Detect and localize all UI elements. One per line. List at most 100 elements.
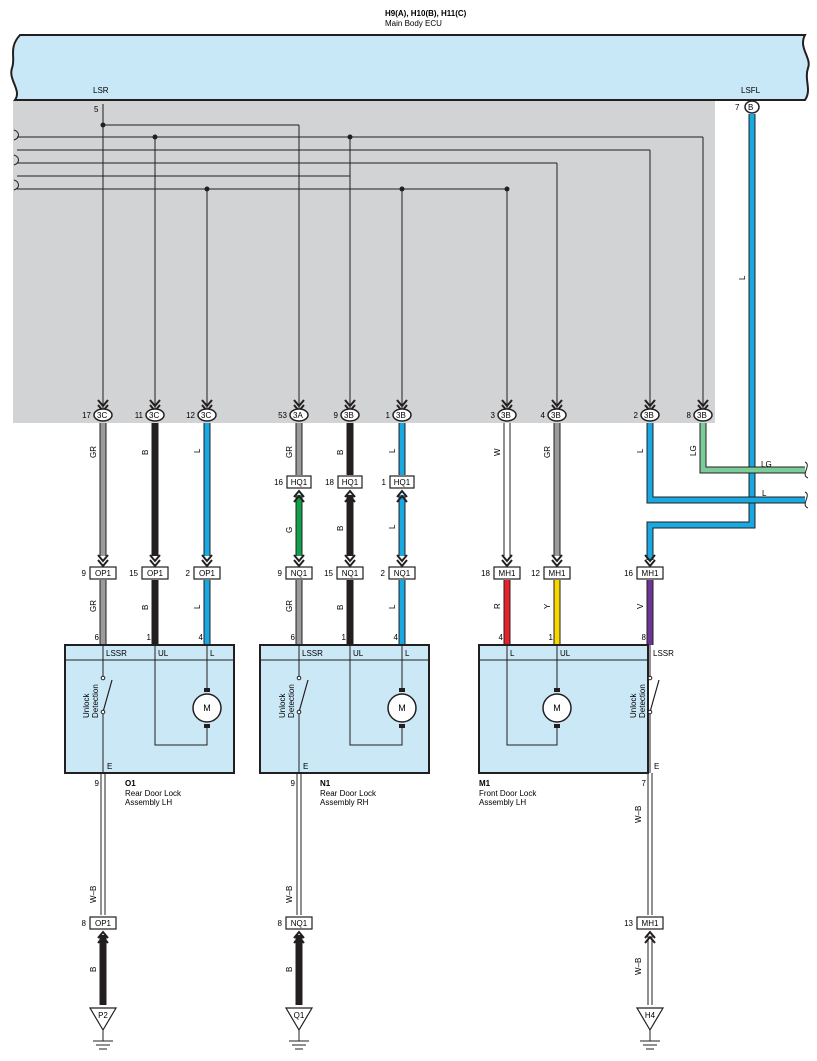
ecu-terminal-pin: 11	[135, 411, 144, 420]
assembly-id: O1	[125, 779, 136, 788]
ground-wires	[99, 773, 653, 1005]
ecu-terminal-badge	[693, 408, 713, 422]
assembly-id: N1	[320, 779, 331, 788]
connector-chevron	[293, 489, 305, 503]
terminal-lssr-label: LSSR	[106, 649, 127, 658]
terminal-l-pin: 4	[199, 633, 204, 642]
ecu-terminal-badge	[392, 408, 412, 422]
wire-label: B	[336, 450, 345, 455]
mid-connector-pin: 15	[129, 569, 138, 578]
ecu-pin-lsfl-label: LSFL	[741, 86, 761, 95]
ground-connector-name: NQ1	[291, 919, 308, 928]
wire-label: W–B	[285, 886, 294, 903]
assembly-name: Rear Door Lock	[320, 789, 377, 798]
terminal-ul-pin: 1	[342, 633, 347, 642]
switch-blade	[649, 679, 660, 713]
wire-label-lsfl: L	[738, 275, 747, 280]
wire-label: GR	[89, 446, 98, 458]
terminal-l-label: L	[210, 649, 215, 658]
terminal-lssr-label: LSSR	[653, 649, 674, 658]
motor-label: M	[398, 703, 406, 713]
ecu-terminal-badge	[640, 408, 660, 422]
mid-connector-pin: 15	[324, 569, 333, 578]
wire-label: L	[193, 448, 202, 453]
ecu-name: Main Body ECU	[385, 19, 442, 28]
switch-contact	[296, 709, 302, 715]
wire-label: W–B	[634, 806, 643, 823]
terminal-e-pin: 7	[642, 779, 647, 788]
connector-chevron	[344, 489, 356, 503]
ground-wire-labels: W–B W–B W–B B B W–B	[89, 806, 643, 975]
hq1-connector-box	[286, 475, 312, 489]
connector-chevron	[97, 554, 109, 568]
mid-connector-box	[141, 566, 169, 580]
wire-label: B	[141, 605, 150, 610]
mid-connector-pin: 16	[624, 569, 633, 578]
assembly-name: Assembly LH	[479, 798, 526, 807]
ecu-terminal-code: 3B	[644, 411, 654, 420]
wire-labels-upper: GR B L GR B L W GR L LG G B L	[89, 445, 698, 533]
ecu-terminal-pin: 3	[491, 411, 496, 420]
mid-connector-pin: 18	[481, 569, 490, 578]
mid-connector-pin: 12	[531, 569, 540, 578]
connector-chevron	[396, 489, 408, 503]
wire-label: Y	[543, 603, 552, 609]
wire-label: R	[493, 603, 502, 609]
ground-point	[635, 1007, 665, 1032]
lsfl-connector-code: B	[748, 103, 753, 112]
terminal-ul-pin: 1	[549, 633, 554, 642]
wire-label: V	[636, 603, 645, 609]
terminal-ul-label: UL	[353, 649, 364, 658]
ecu-terminal-code: 3A	[293, 411, 303, 420]
wire-label: B	[285, 967, 294, 972]
motor-label: M	[203, 703, 211, 713]
wire-label: GR	[285, 600, 294, 612]
ground-point-label: H4	[645, 1011, 656, 1020]
ground-point-label: P2	[98, 1011, 108, 1020]
ground-symbol: H4	[635, 1007, 665, 1050]
ecu-terminal-badge	[145, 408, 165, 422]
terminal-lssr-label: LSSR	[302, 649, 323, 658]
mid-connector-name: NQ1	[394, 569, 411, 578]
wire-label: B	[336, 526, 345, 531]
mid-connector-box	[193, 566, 221, 580]
terminal-e-pin: 9	[95, 779, 100, 788]
terminal-lssr-pin: 8	[642, 633, 647, 642]
ecu-body-bar	[10, 34, 810, 101]
wire-labels-lower: GR B L GR B L R Y V	[89, 600, 645, 612]
wire-label: LG	[689, 445, 698, 456]
mid-connector-pin: 2	[381, 569, 386, 578]
lsfl-connector-badge	[744, 100, 760, 114]
ground-connector-box	[285, 916, 313, 930]
motor-symbol	[542, 693, 572, 723]
ecu-terminal-pin: 8	[687, 411, 692, 420]
wire-label: W–B	[634, 958, 643, 975]
wire-label: L	[636, 448, 645, 453]
ecu-connector-ids: H9(A), H10(B), H11(C)	[385, 9, 467, 18]
mid-connector-box	[388, 566, 416, 580]
connector-chevron	[551, 554, 563, 568]
ground-point	[284, 1007, 314, 1032]
wire-label: L	[388, 524, 397, 529]
wire-label: B	[89, 967, 98, 972]
hq1-connector-name: HQ1	[291, 478, 308, 487]
ground-connector-pin: 8	[82, 919, 87, 928]
ecu-terminal-code: 3C	[97, 411, 107, 420]
terminal-e-pin: 9	[291, 779, 296, 788]
wire-label-lg-right: LG	[761, 460, 772, 469]
terminal-e-label: E	[303, 762, 308, 771]
terminal-lssr-pin: 6	[95, 633, 100, 642]
switch-blade	[298, 679, 309, 713]
mid-connector-pin: 9	[82, 569, 87, 578]
switch-contact	[647, 675, 653, 681]
ecu-internal-area	[13, 100, 715, 423]
switch-contact	[100, 675, 106, 681]
wire-label: W	[493, 448, 502, 456]
wire-label: GR	[89, 600, 98, 612]
terminal-l-label: L	[405, 649, 410, 658]
